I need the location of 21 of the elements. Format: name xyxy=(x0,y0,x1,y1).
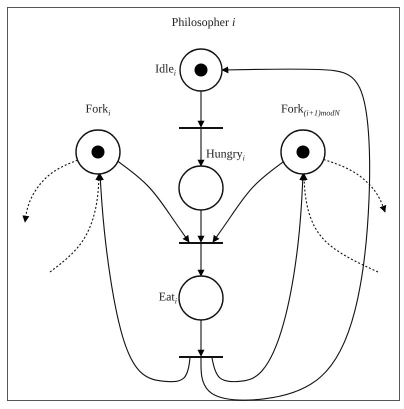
place-label: Fork$_{(i+1)modN}$ xyxy=(281,102,340,118)
arc xyxy=(198,210,204,243)
frame-box xyxy=(7,7,400,401)
arc xyxy=(198,91,204,128)
place-label: Hungry$_{i}$ xyxy=(206,148,245,162)
arc xyxy=(118,160,190,243)
arc xyxy=(198,244,204,277)
place-label: Eat$_{i}$ xyxy=(158,290,177,306)
dashed-arc xyxy=(22,160,78,223)
arc xyxy=(198,129,204,167)
arc xyxy=(212,161,284,243)
dashed-arc xyxy=(324,159,386,213)
place-label: Idle$_{i}$ xyxy=(155,62,176,78)
place-label: Fork$_{i}$ xyxy=(86,102,110,118)
arc xyxy=(96,173,191,382)
dashed-arc xyxy=(300,173,378,272)
dashed-arc xyxy=(50,173,102,272)
frame-title: Philosopher i xyxy=(172,16,236,28)
arc xyxy=(211,173,306,382)
arc xyxy=(200,66,370,401)
arc xyxy=(198,320,204,357)
